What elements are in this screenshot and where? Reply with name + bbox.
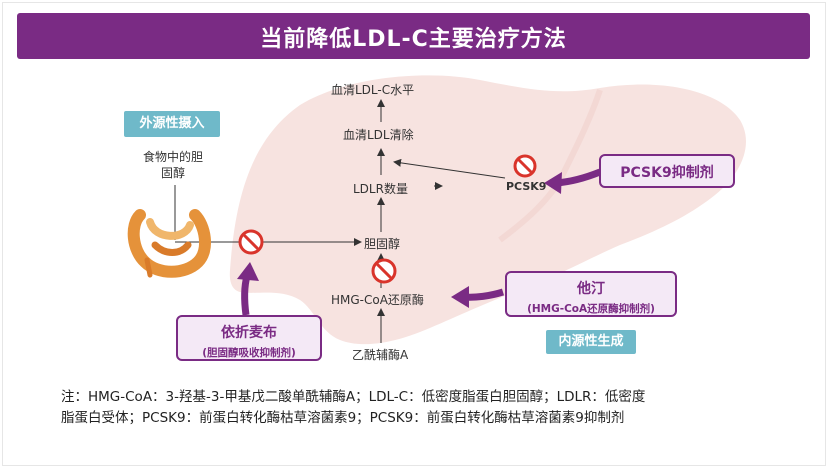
ezetimibe-drug-arrow <box>237 262 259 316</box>
arrow-pcsk9-to-ldlr <box>393 158 506 179</box>
footnote-line-1: 注：HMG-CoA：3-羟基-3-甲基戊二酸单酰辅酶A；LDL-C：低密度脂蛋白… <box>61 389 646 405</box>
liver-shape <box>229 75 746 345</box>
exogenous-intake-box: 外源性摄入 <box>124 111 220 137</box>
inhibit-icon-pcsk9 <box>513 154 537 178</box>
ezetimibe-description: (胆固醇吸收抑制剂) <box>202 347 296 359</box>
pcsk9-inhibitor-box: PCSK9抑制剂 <box>599 154 735 188</box>
page-title: 当前降低LDL-C主要治疗方法 <box>260 27 567 52</box>
node-hmg-coa-reductase: HMG-CoA还原酶 <box>331 293 424 307</box>
node-pcsk9: PCSK9 <box>506 180 547 193</box>
statin-label: 他汀 <box>577 281 605 297</box>
pcsk9-drug-arrow <box>544 168 602 194</box>
header-bar: 当前降低LDL-C主要治疗方法 <box>17 13 810 59</box>
statin-box: 他汀 (HMG-CoA还原酶抑制剂) <box>505 271 677 317</box>
food-cholesterol-label: 食物中的胆固醇 <box>142 150 203 180</box>
ezetimibe-box: 依折麦布 (胆固醇吸收抑制剂) <box>176 315 322 361</box>
endogenous-synthesis-box: 内源性生成 <box>546 330 636 354</box>
footnote-line-2: 脂蛋白受体；PCSK9：前蛋白转化酶枯草溶菌素9；PCSK9：前蛋白转化酶枯草溶… <box>61 410 625 426</box>
intestine-icon <box>127 209 211 278</box>
statin-drug-arrow <box>451 286 505 308</box>
node-acetyl-coa: 乙酰辅酶A <box>352 348 409 362</box>
ezetimibe-label: 依折麦布 <box>221 325 277 341</box>
node-cholesterol: 胆固醇 <box>364 237 401 251</box>
inhibit-icon-hmg <box>371 258 397 284</box>
node-serum-ldl-c: 血清LDL-C水平 <box>331 83 415 97</box>
statin-description: (HMG-CoA还原酶抑制剂) <box>527 303 655 315</box>
node-ldlr-count: LDLR数量 <box>353 182 408 196</box>
node-ldl-clearance: 血清LDL清除 <box>343 128 414 142</box>
footnote: 注：HMG-CoA：3-羟基-3-甲基戊二酸单酰辅酶A；LDL-C：低密度脂蛋白… <box>61 387 781 429</box>
pcsk9-inhibitor-label: PCSK9抑制剂 <box>620 165 714 181</box>
inhibit-icon-absorption <box>238 229 264 255</box>
